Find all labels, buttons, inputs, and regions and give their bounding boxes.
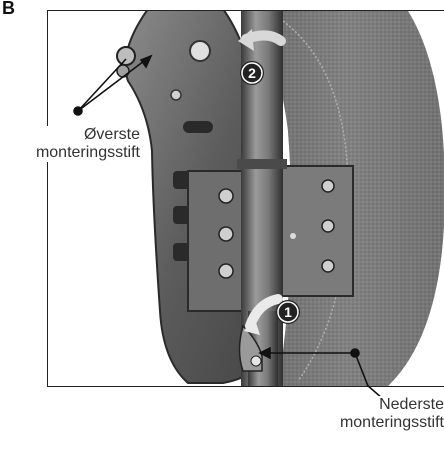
figure-letter: B xyxy=(2,0,15,19)
step-badge-2: 2 xyxy=(240,61,264,85)
upper-pin-label: Øverste monteringsstift xyxy=(0,126,140,162)
step-badge-1: 1 xyxy=(276,300,300,324)
upper-pin-label-line1: Øverste xyxy=(0,126,140,144)
mounting-photo: 2 1 xyxy=(48,11,444,386)
lower-pin-label-line1: Nederste xyxy=(304,396,444,414)
step-number-2: 2 xyxy=(248,65,256,81)
step-number-1: 1 xyxy=(284,304,292,320)
lower-pin-label: Nederste monteringsstift xyxy=(304,396,444,432)
lower-pin-label-line2: monteringsstift xyxy=(304,414,444,432)
upper-pin-label-line2: monteringsstift xyxy=(0,144,140,162)
photo-frame: 2 1 xyxy=(47,10,444,387)
